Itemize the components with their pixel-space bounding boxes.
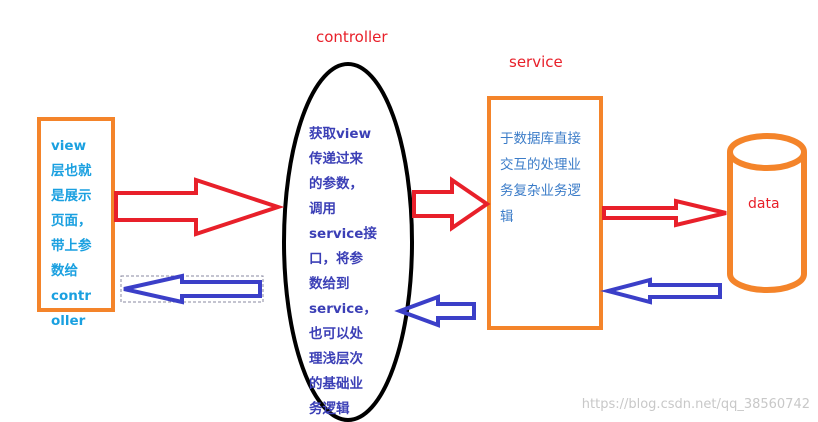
controller-line: 数给到 — [309, 276, 350, 292]
watermark-url: https://blog.csdn.net/qq_38560742 — [581, 397, 810, 412]
view-description: view 层也就 是展示 页面， 带上参 数给 contr oller — [51, 134, 107, 334]
service-line: 辑 — [500, 209, 514, 225]
controller-line: 的参数， — [309, 176, 363, 192]
service-line: 交互的处理业 — [500, 157, 581, 173]
view-line: 是展示 — [51, 188, 92, 204]
controller-line: 务逻辑 — [309, 401, 350, 417]
service-box — [487, 96, 603, 330]
arrow-controller-to-service — [412, 176, 491, 232]
service-label: service — [509, 53, 563, 71]
data-cylinder — [727, 133, 807, 293]
view-box — [37, 117, 115, 312]
controller-description: 获取view 传递过来 的参数， 调用 service接 口，将参 数给到 se… — [309, 122, 389, 422]
view-line: oller — [51, 313, 86, 329]
service-line: 务复杂业务逻 — [500, 183, 581, 199]
service-description: 于数据库直接 交互的处理业 务复杂业务逻 辑 — [500, 126, 596, 230]
service-line: 于数据库直接 — [500, 131, 581, 147]
arrow-service-to-data — [602, 198, 727, 228]
arrow-service-to-controller — [394, 294, 476, 328]
view-line: 页面， — [51, 213, 92, 229]
view-line: view — [51, 138, 87, 154]
controller-label: controller — [316, 28, 388, 46]
view-line: 数给 — [51, 263, 78, 279]
controller-line: 获取view — [309, 126, 372, 142]
controller-ellipse — [282, 62, 414, 422]
controller-line: 调用 — [309, 201, 336, 217]
controller-line: 也可以处 — [309, 326, 363, 342]
controller-line: 传递过来 — [309, 151, 363, 167]
controller-line: 口，将参 — [309, 251, 363, 267]
view-line: 带上参 — [51, 238, 92, 254]
arrow-view-to-controller — [114, 177, 285, 237]
controller-line: 的基础业 — [309, 376, 363, 392]
data-label: data — [748, 196, 780, 212]
arrow-controller-to-view — [120, 273, 264, 305]
controller-line: service， — [309, 301, 377, 317]
controller-line: 理浅层次 — [309, 351, 363, 367]
view-line: 层也就 — [51, 163, 92, 179]
controller-line: service接 — [309, 226, 377, 242]
view-line: contr — [51, 288, 91, 304]
arrow-data-to-service — [600, 277, 722, 305]
